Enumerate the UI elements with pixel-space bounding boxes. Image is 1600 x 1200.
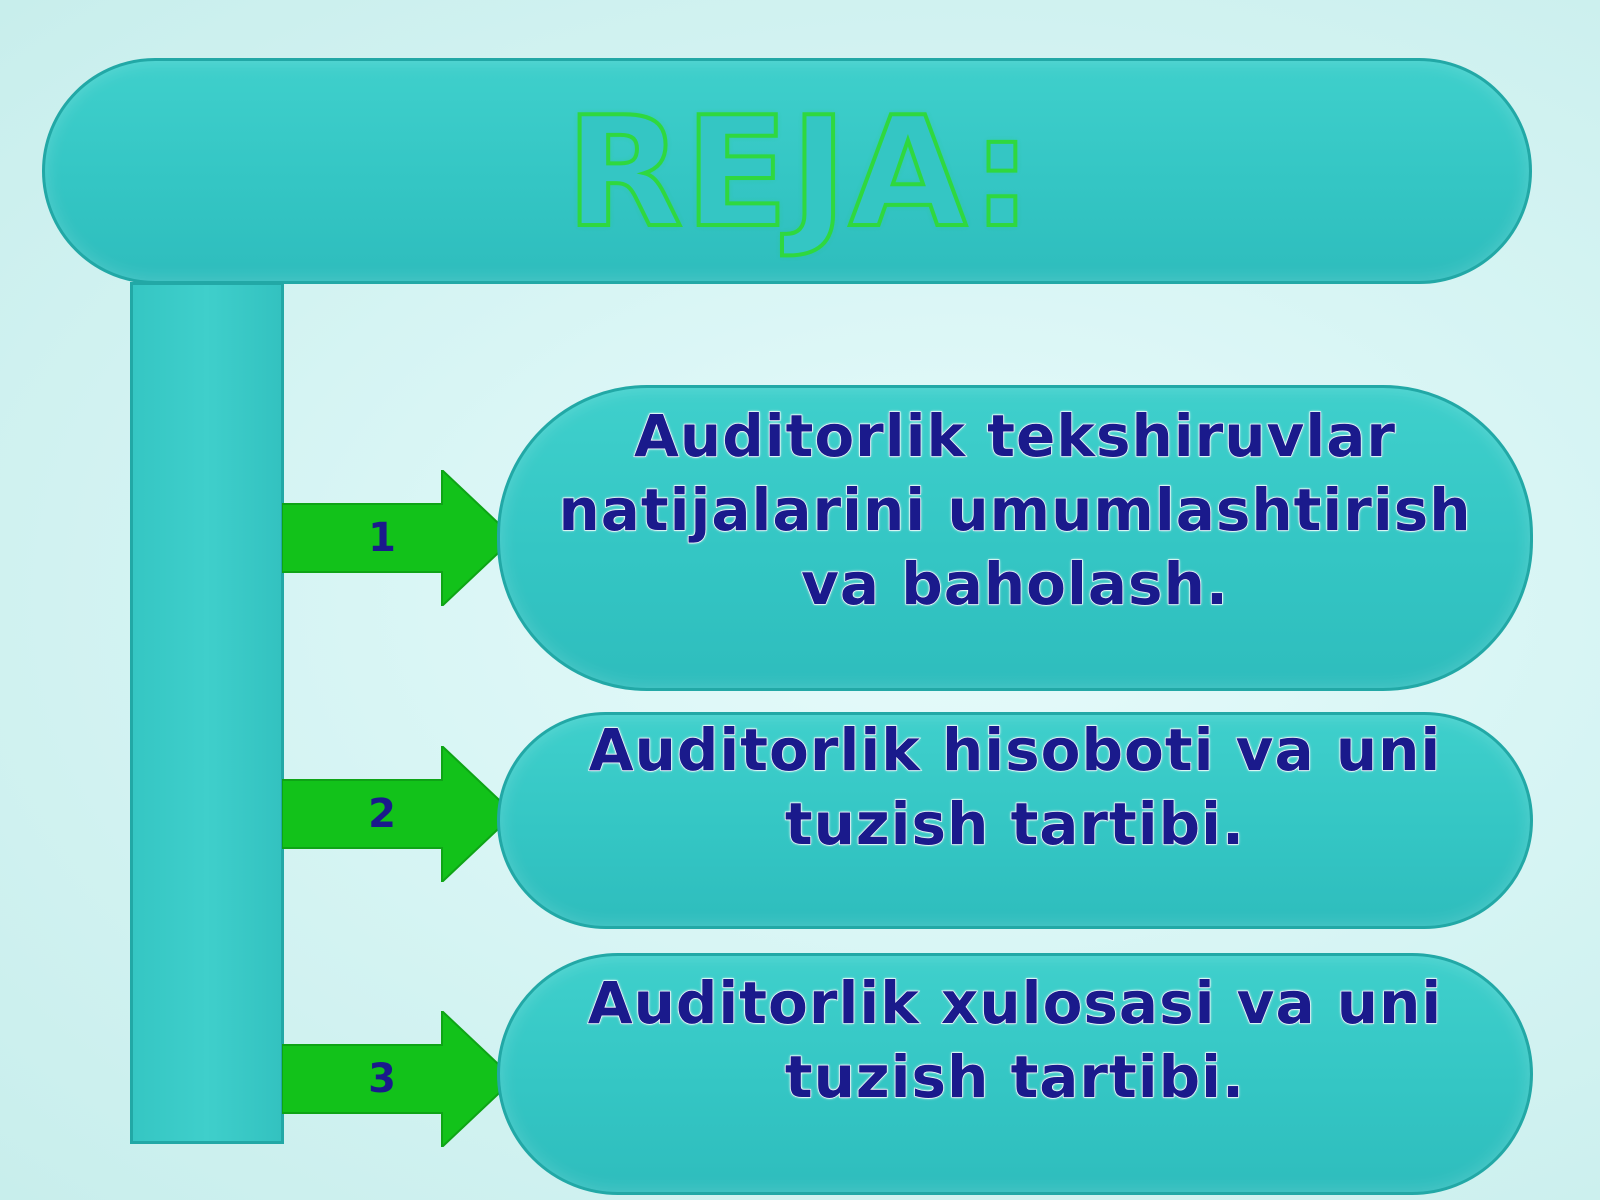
plan-item-1: Auditorlik tekshiruvlar natijalarini umu… bbox=[497, 385, 1533, 691]
item-number-1: 1 bbox=[368, 515, 396, 561]
arrow-shape-2 bbox=[282, 746, 514, 882]
item-number-3: 3 bbox=[368, 1056, 396, 1102]
title-bar bbox=[42, 58, 1532, 284]
plan-item-3: Auditorlik xulosasi va uni tuzish tartib… bbox=[497, 953, 1533, 1195]
plan-item-text-2: Auditorlik hisoboti va uni tuzish tartib… bbox=[588, 715, 1442, 858]
arrow-1: 1 bbox=[282, 470, 514, 606]
item-number-2: 2 bbox=[368, 791, 396, 837]
arrow-shape-3 bbox=[282, 1011, 514, 1147]
vertical-connector-bar bbox=[130, 282, 284, 1144]
plan-item-text-1: Auditorlik tekshiruvlar natijalarini umu… bbox=[558, 401, 1472, 618]
plan-item-2: Auditorlik hisoboti va uni tuzish tartib… bbox=[497, 712, 1533, 929]
plan-item-text-3: Auditorlik xulosasi va uni tuzish tartib… bbox=[587, 968, 1443, 1111]
arrow-shape-1 bbox=[282, 470, 514, 606]
arrow-3: 3 bbox=[282, 1011, 514, 1147]
arrow-2: 2 bbox=[282, 746, 514, 882]
